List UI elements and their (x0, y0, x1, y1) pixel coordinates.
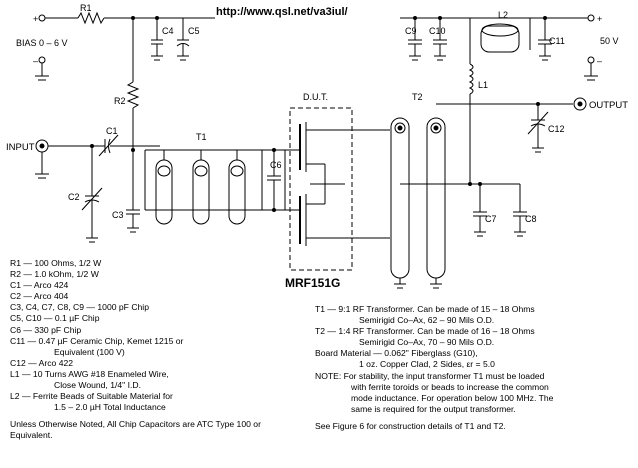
right-line: Semirigid Co–Ax, 70 – 90 Mils O.D. (359, 337, 495, 348)
label-t1: T1 (196, 132, 207, 142)
left-line: C5, C10 — 0.1 µF Chip (10, 313, 100, 324)
label-50v-minus: – (597, 56, 602, 66)
label-c10: C10 (429, 26, 446, 36)
left-line: C1 — Arco 424 (10, 280, 69, 291)
right-line: Board Material — 0.062" Fiberglass (G10)… (315, 348, 478, 359)
label-c2: C2 (68, 192, 80, 202)
see-figure-note: See Figure 6 for construction details of… (315, 420, 506, 431)
r1-resistor (77, 11, 105, 25)
left-line: Close Wound, 1/4" I.D. (54, 380, 141, 391)
bias-plus-terminal (38, 14, 46, 22)
label-r1: R1 (80, 3, 92, 13)
label-c4: C4 (162, 26, 174, 36)
label-bias: BIAS 0 – 6 V (16, 38, 68, 48)
label-50v: 50 V (600, 36, 619, 46)
label-input: INPUT (6, 142, 35, 153)
left-line: C3, C4, C7, C8, C9 — 1000 pF Chip (10, 302, 149, 313)
left-line: C12 — Arco 422 (10, 357, 74, 368)
r2-resistor (126, 81, 140, 109)
label-bias-minus: – (33, 56, 38, 66)
left-line: Equivalent (100 V) (54, 346, 125, 357)
parts-list-right: T1 — 9:1 RF Transformer. Can be made of … (315, 304, 633, 432)
label-c12: C12 (548, 124, 565, 134)
left-line: 1.5 – 2.0 µH Total Inductance (54, 402, 166, 413)
t2-coax-1 (390, 117, 410, 279)
l1-coil (468, 63, 474, 95)
label-l2: L2 (498, 10, 508, 20)
source-url: http://www.qsl.net/va3iul/ (216, 6, 348, 18)
left-line: C6 — 330 pF Chip (10, 324, 82, 335)
label-c8: C8 (525, 214, 537, 224)
stability-note: NOTE: For stability, the input transform… (315, 370, 554, 414)
t2-coax-2 (426, 117, 446, 279)
label-c11: C11 (549, 36, 565, 46)
bias-minus-terminal (38, 56, 46, 64)
output-connector (573, 97, 587, 111)
label-c7: C7 (485, 214, 497, 224)
label-c1: C1 (106, 126, 118, 136)
label-r2: R2 (114, 96, 126, 106)
label-c3: C3 (112, 210, 124, 220)
left-line: L1 — 10 Turns AWG #18 Enameled Wire, (10, 368, 169, 379)
left-line: L2 — Ferrite Beads of Suitable Material … (10, 391, 173, 402)
label-dut: D.U.T. (303, 92, 328, 102)
part-number: MRF151G (285, 276, 341, 290)
schematic-diagram: R1 + BIAS 0 – 6 V – C4 C5 R2 C1 C2 C3 T1… (6, 3, 628, 289)
left-line: C2 — Arco 404 (10, 291, 69, 302)
parts-list-right-items: T1 — 9:1 RF Transformer. Can be made of … (315, 304, 633, 371)
label-c9: C9 (405, 26, 417, 36)
right-line: T1 — 9:1 RF Transformer. Can be made of … (315, 304, 535, 314)
right-line: Semirigid Co–Ax, 62 – 90 Mils O.D. (359, 315, 495, 326)
right-line: T2 — 1:4 RF Transformer. Can be made of … (315, 326, 535, 337)
label-l1: L1 (478, 80, 488, 90)
label-output: OUTPUT (589, 100, 628, 111)
label-c6: C6 (270, 160, 282, 170)
left-line: R1 — 100 Ohms, 1/2 W (10, 258, 102, 268)
l2-ferrite-bead (480, 25, 520, 53)
label-t2: T2 (412, 92, 423, 102)
right-line: 1 oz. Copper Clad, 2 Sides, εr = 5.0 (359, 359, 495, 370)
left-line: C11 — 0.47 µF Ceramic Chip, Kemet 1215 o… (10, 335, 184, 346)
label-bias-plus: + (33, 14, 38, 24)
note-chip-capacitors: Unless Otherwise Noted, All Chip Capacit… (10, 419, 261, 441)
label-50v-plus: + (597, 14, 602, 24)
left-line: R2 — 1.0 kOhm, 1/2 W (10, 269, 99, 280)
label-c5: C5 (188, 26, 200, 36)
